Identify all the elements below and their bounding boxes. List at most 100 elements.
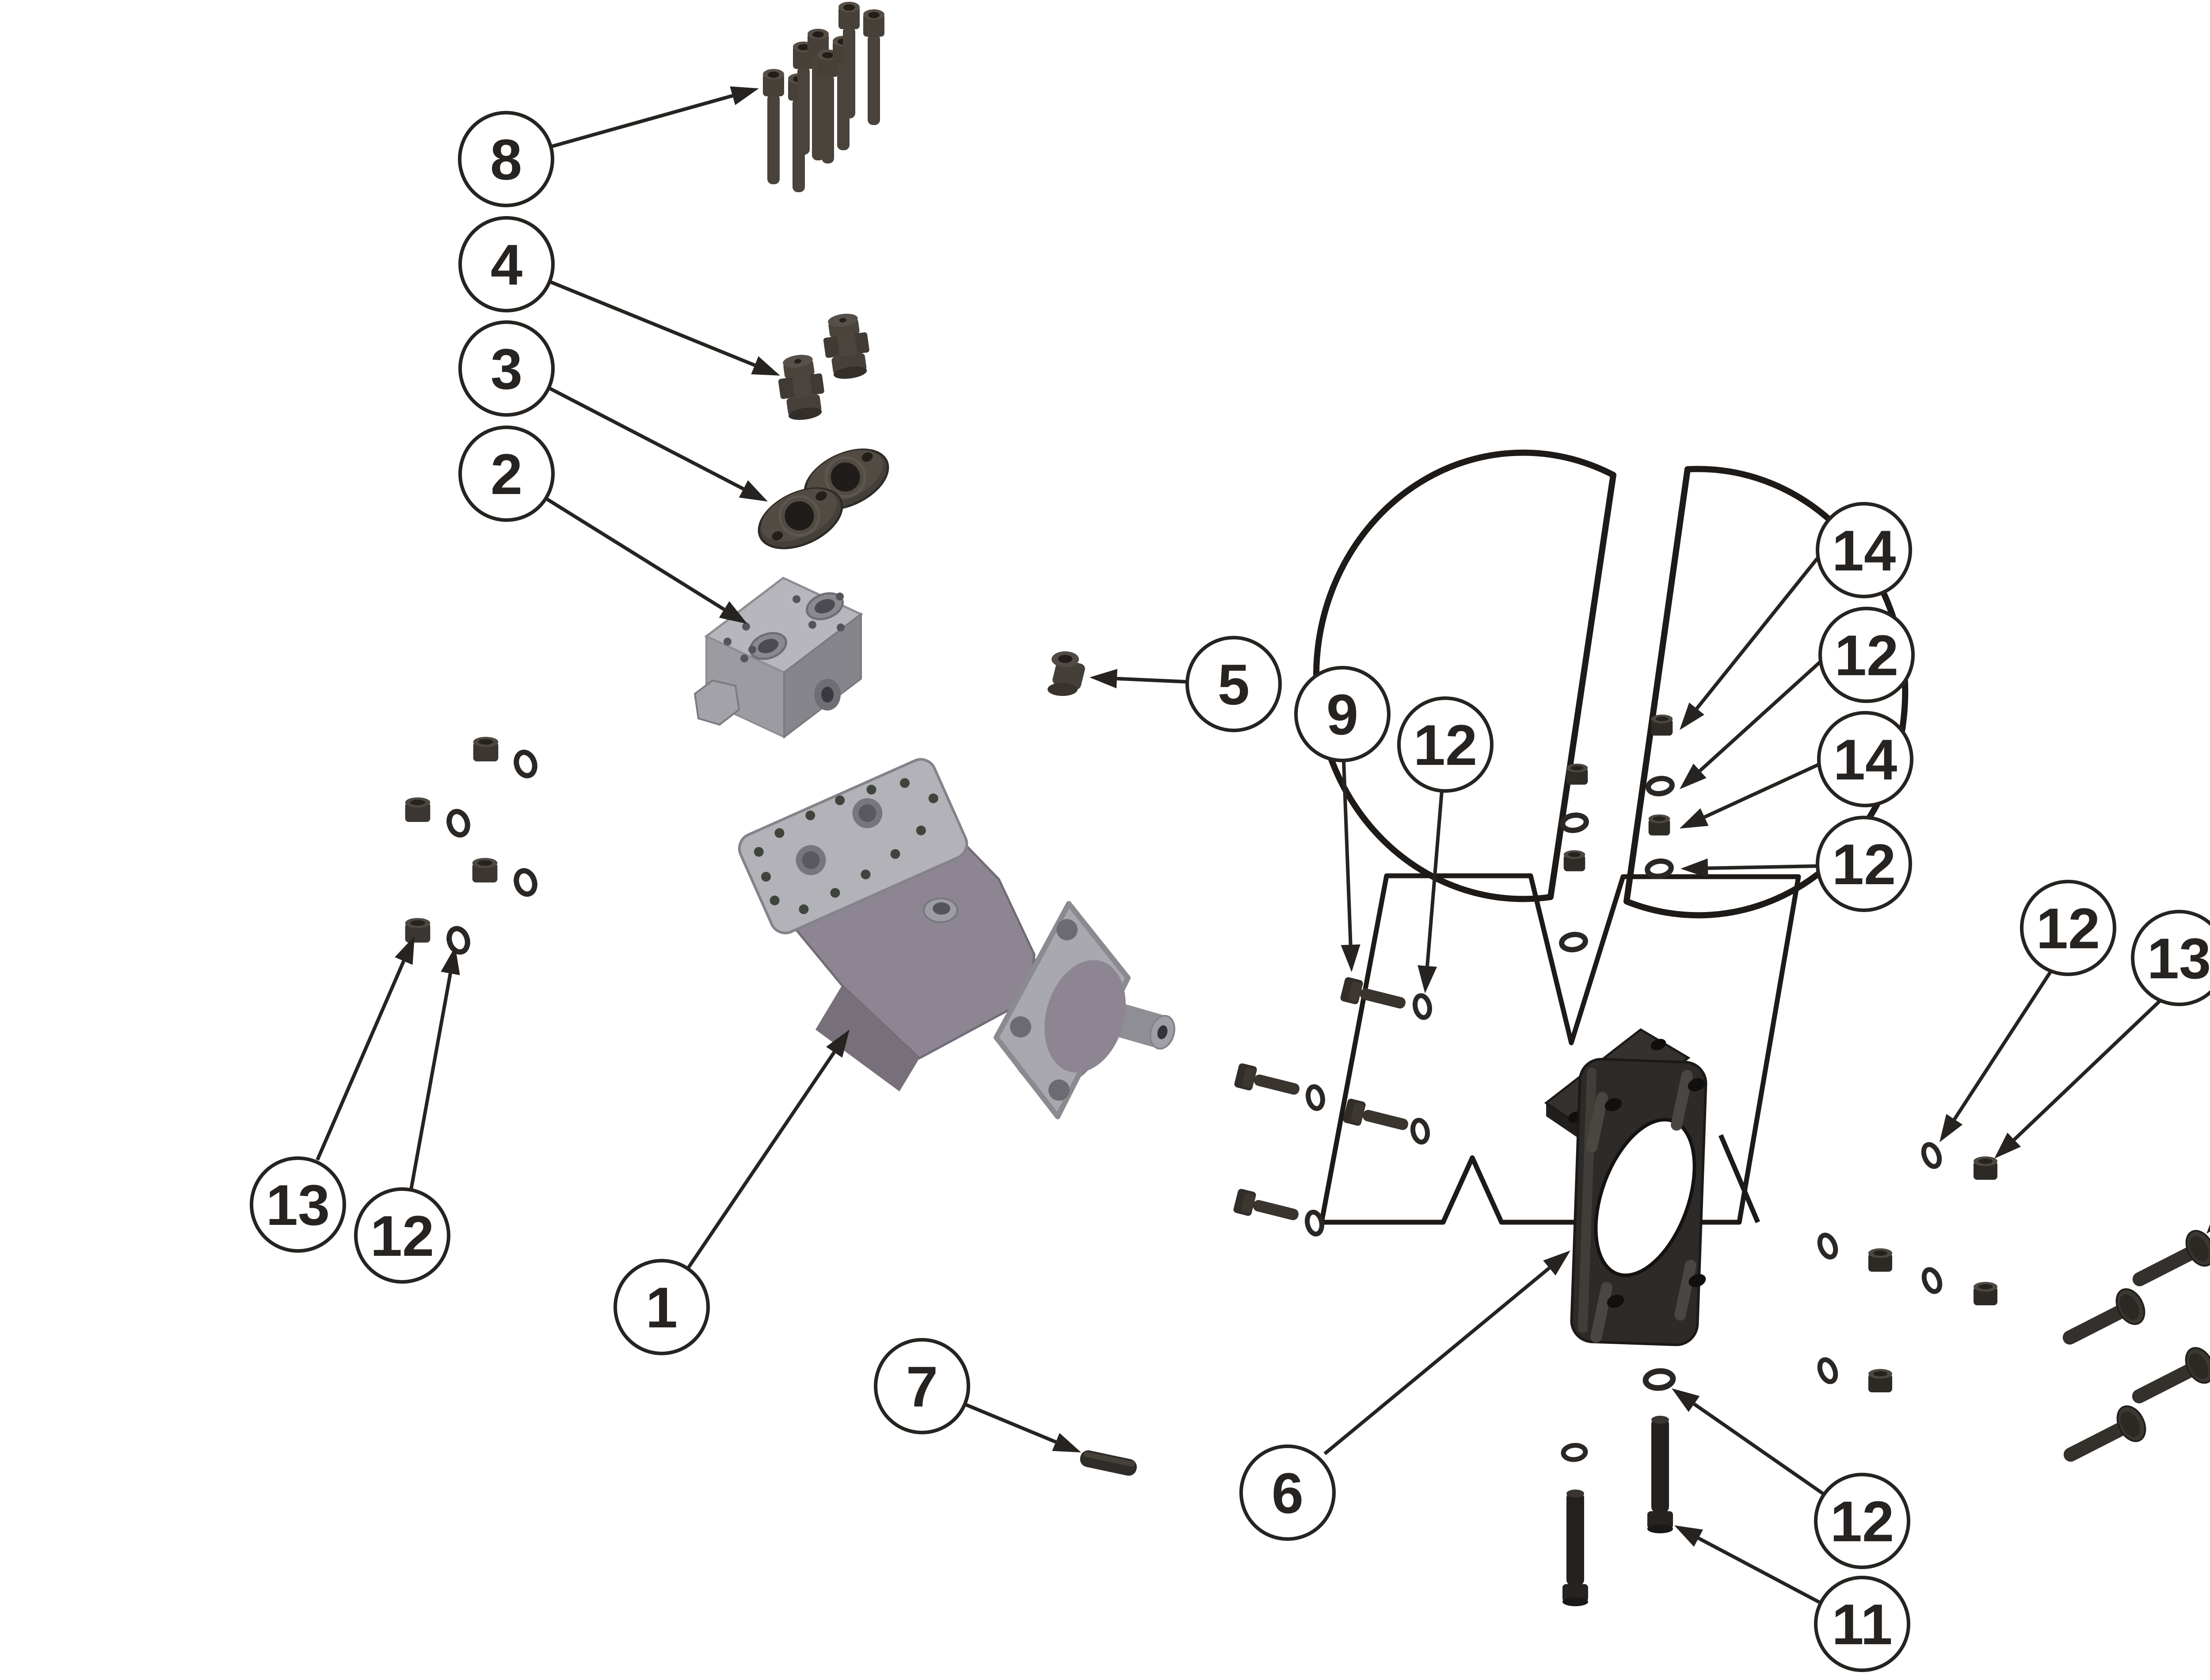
arrowhead [826,1030,850,1058]
part-fittings-item4 [778,313,869,420]
bracket-holes [1604,1078,1706,1308]
arrowhead [2206,1224,2210,1234]
leader-arrow-16 [409,946,460,1190]
o-ring [1646,775,1675,797]
pump-port-plate [738,758,968,935]
o-ring [1560,812,1589,833]
hex-plug [1868,1248,1892,1272]
hex-bolt [1343,1098,1409,1130]
callout-number: 5 [1218,652,1250,717]
callout-number: 3 [491,337,522,401]
callout-number: 12 [1414,713,1478,777]
o-ring [1921,1267,1943,1294]
callout-13: 13 [250,1156,346,1253]
callout-12: 12 [1818,607,1915,703]
socket-head-screw-item11 [1647,1416,1673,1533]
callout-12: 12 [354,1187,450,1284]
leader-arrow-4 [545,497,747,624]
callout-number: 1 [646,1275,678,1340]
leader-arrow-3 [547,386,768,502]
pump-body-lower [815,985,919,1091]
callout-number: 14 [1833,727,1898,792]
callout-number: 4 [491,232,522,297]
countersunk-screw-item10 [2062,1288,2145,1345]
arrowhead [1090,669,1117,688]
arrowhead [1543,1250,1570,1276]
leader-arrow-13 [1994,998,2163,1159]
leader-arrow-8 [1680,556,1820,730]
leader-arrow-12 [1939,970,2053,1142]
arrowhead [1680,808,1709,829]
leader-arrows-layer [316,86,2210,1605]
arrowhead [395,936,415,965]
leader-arrow-2 [549,280,780,376]
leader-arrow-20 [1672,1388,1825,1496]
arrowhead [1680,702,1704,730]
hex-plug [1974,1156,1997,1180]
o-ring [514,749,537,779]
callout-12: 12 [1814,1473,1910,1569]
manifold-counterbore-port [805,592,844,620]
callout-number: 12 [1832,832,1896,897]
circle-left-half [1313,449,1616,902]
bracket-slots [1586,1070,1696,1343]
arrowhead [1341,944,1360,972]
leader-arrow-14 [2206,1224,2210,1234]
hex-plug [1563,850,1585,871]
socket-head-screw-item11 [1562,1490,1588,1606]
leader-arrow-6 [1341,760,1360,972]
o-ring [1642,1368,1676,1391]
leader-arrow-19 [1323,1250,1570,1456]
arrowhead [1680,858,1708,878]
leader-arrow-1 [550,86,759,148]
socket-head-screw-item8 [863,9,884,125]
hex-plug [473,737,499,762]
bracket-arm-hole [1650,1038,1666,1051]
arrowhead [1674,1525,1703,1547]
countersunk-screw-item10 [2132,1347,2210,1403]
letter-m-path [1319,873,1801,1225]
callout-number: 8 [490,127,522,192]
callout-11: 11 [1814,1576,1910,1672]
hex-bolt [1234,1063,1300,1095]
split-circle-outline [1313,449,1909,919]
o-ring [1305,1209,1324,1237]
hex-plug [405,797,431,822]
part-bracket-item6 [1544,1028,1707,1346]
o-ring [1817,1357,1838,1384]
o-ring [1559,931,1588,953]
callout-number: 14 [1832,518,1896,583]
callout-number: 12 [1835,623,1899,688]
hex-bolt [1340,977,1406,1009]
callout-number: 12 [1830,1489,1894,1554]
manifold-hex-plug [693,679,740,726]
callout-number: 12 [2036,896,2100,961]
arrowhead [739,480,768,502]
hex-fitting [778,354,824,420]
callout-8: 8 [458,111,554,207]
leader-arrow-11 [1680,858,1817,878]
part-manifold-block-item2 [693,577,863,739]
callout-number: 11 [1832,1592,1892,1657]
hex-bolt [1233,1189,1299,1220]
callout-number: 2 [491,442,522,506]
callout-5: 5 [1185,636,1282,732]
o-ring [1921,1142,1942,1169]
manifold-counterbore-port [749,632,788,660]
arrowhead [1939,1114,1963,1142]
callout-1: 1 [613,1259,710,1355]
pump-mounting-flange [994,901,1131,1119]
o-ring [446,926,470,955]
o-ring [514,868,537,897]
stencil-m-outline [1319,873,1801,1225]
callout-number: 6 [1272,1461,1303,1525]
part-plug-item5 [1048,651,1085,696]
leader-arrow-5 [1090,669,1188,688]
leader-arrow-10 [1680,763,1820,829]
leader-arrow-15 [316,936,415,1161]
pump-port-plate-holes [754,778,938,914]
o-ring [1306,1084,1325,1111]
countersunk-screw-item10 [2132,1230,2210,1286]
callout-14: 14 [1817,711,1913,807]
flange-adapter [758,487,843,549]
